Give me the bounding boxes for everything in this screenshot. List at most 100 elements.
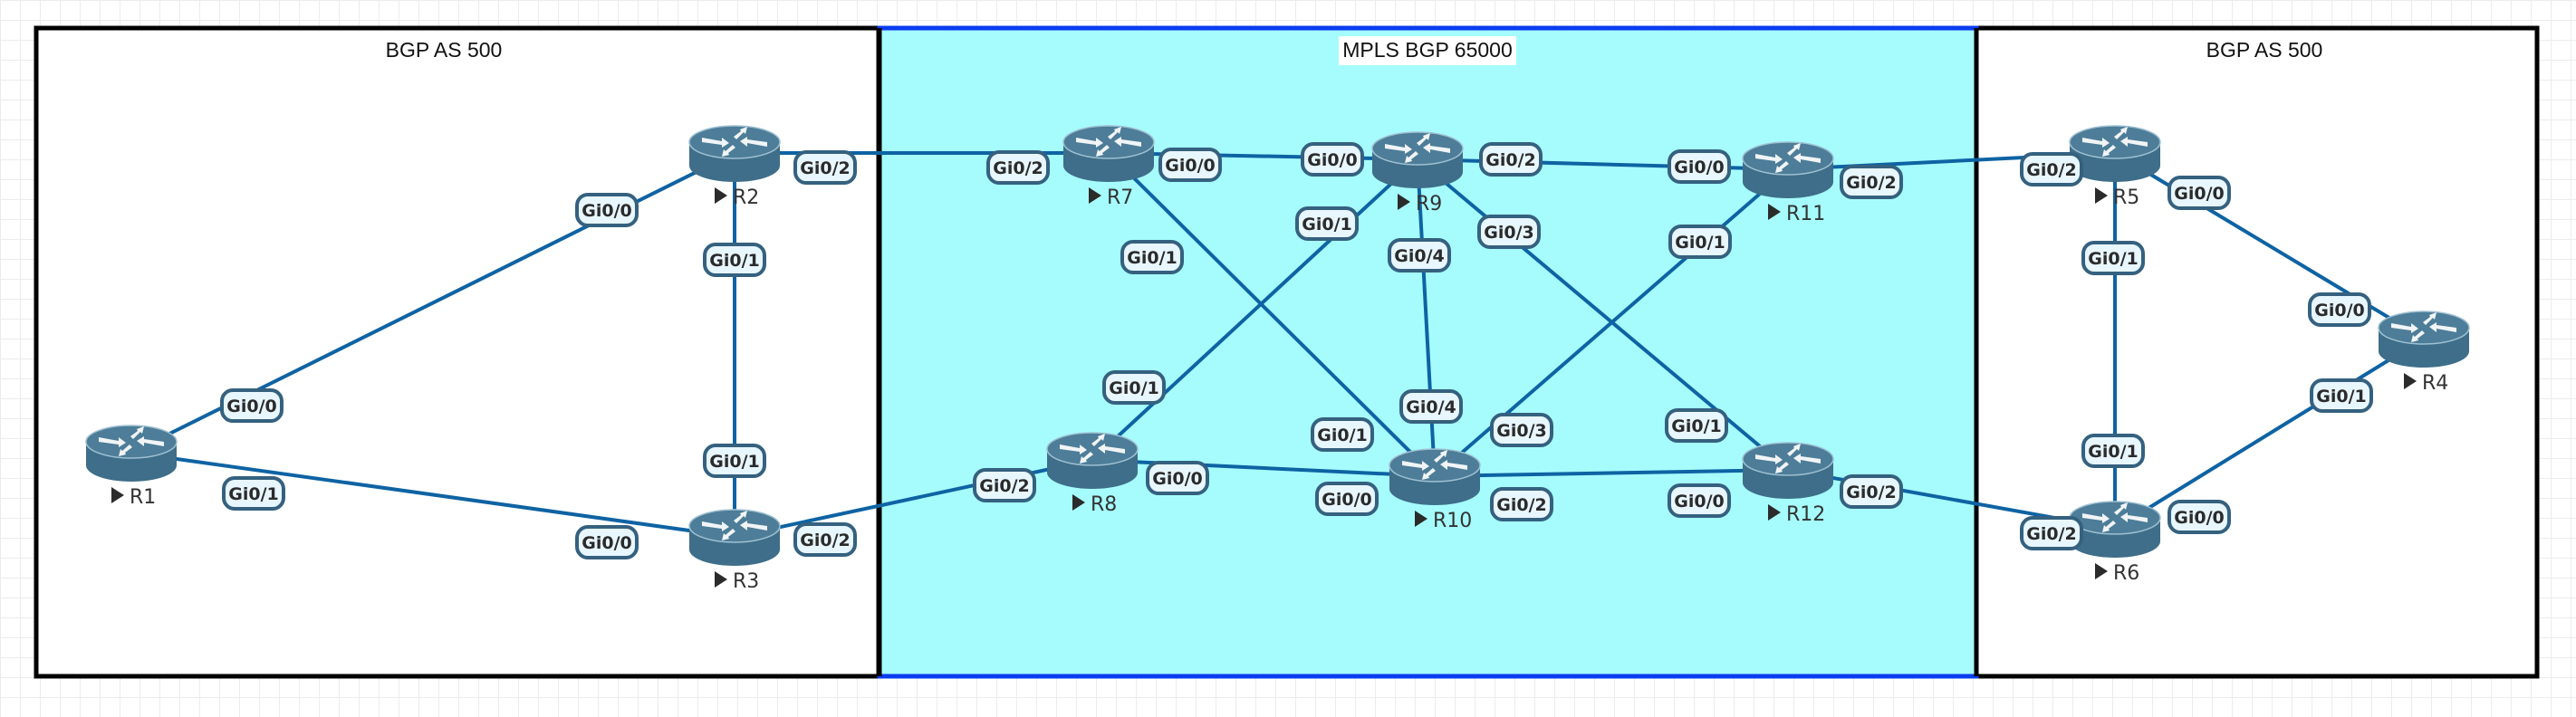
port-label-r7[interactable]: Gi0/0 — [1158, 148, 1222, 182]
port-label-r5[interactable]: Gi0/2 — [2020, 152, 2083, 186]
port-name: Gi0/1 — [1317, 425, 1368, 445]
port-name: Gi0/0 — [2314, 301, 2365, 320]
play-icon[interactable] — [1089, 187, 1101, 204]
port-name: Gi0/3 — [1484, 223, 1534, 243]
router-r4[interactable]: R4 — [2378, 311, 2470, 395]
port-label-r6[interactable]: Gi0/1 — [2081, 434, 2145, 468]
port-label-r9[interactable]: Gi0/3 — [1477, 215, 1541, 249]
port-label-r4[interactable]: Gi0/0 — [2308, 292, 2371, 327]
port-label-r11[interactable]: Gi0/0 — [1668, 149, 1731, 184]
port-name: Gi0/1 — [1671, 416, 1722, 436]
router-r7[interactable]: R7 — [1062, 125, 1155, 209]
router-label[interactable]: R9 — [1398, 193, 1442, 215]
link-r5-r4[interactable] — [2113, 151, 2426, 340]
port-label-r2[interactable]: Gi0/0 — [575, 193, 639, 227]
router-icon — [1062, 125, 1155, 182]
router-label[interactable]: R3 — [715, 570, 759, 593]
port-label-r8[interactable]: Gi0/2 — [973, 468, 1036, 502]
router-r5[interactable]: R5 — [2069, 125, 2161, 209]
router-r9[interactable]: R9 — [1371, 131, 1464, 215]
link-r10-r12[interactable] — [1434, 468, 1789, 478]
port-label-r3[interactable]: Gi0/0 — [575, 525, 639, 559]
play-icon[interactable] — [2404, 373, 2417, 389]
router-r6[interactable]: R6 — [2069, 501, 2161, 585]
port-label-r12[interactable]: Gi0/0 — [1668, 483, 1731, 518]
port-label-r11[interactable]: Gi0/1 — [1668, 225, 1732, 259]
router-label[interactable]: R7 — [1089, 186, 1133, 209]
port-name: Gi0/0 — [1152, 469, 1203, 489]
port-label-r3[interactable]: Gi0/2 — [793, 522, 857, 557]
port-label-r2[interactable]: Gi0/1 — [703, 243, 766, 277]
port-label-r10[interactable]: Gi0/2 — [1490, 487, 1553, 521]
router-name: R10 — [1433, 510, 1472, 532]
port-label-r10[interactable]: Gi0/0 — [1315, 482, 1379, 516]
play-icon[interactable] — [2095, 187, 2108, 204]
link-r1-r3[interactable] — [130, 451, 735, 539]
port-label-r6[interactable]: Gi0/0 — [2167, 500, 2231, 534]
router-name: R11 — [1786, 203, 1825, 225]
port-label-r9[interactable]: Gi0/0 — [1301, 142, 1364, 177]
router-label[interactable]: R11 — [1768, 203, 1825, 225]
router-label[interactable]: R10 — [1415, 510, 1472, 532]
port-label-r11[interactable]: Gi0/2 — [1840, 165, 1903, 199]
play-icon[interactable] — [2095, 563, 2108, 579]
port-label-r2[interactable]: Gi0/2 — [793, 150, 857, 185]
router-label[interactable]: R12 — [1768, 503, 1825, 526]
port-name: Gi0/1 — [709, 452, 760, 472]
router-r12[interactable]: R12 — [1742, 442, 1834, 526]
router-label[interactable]: R8 — [1072, 493, 1117, 516]
play-icon[interactable] — [1768, 204, 1781, 220]
zone-right-title: BGP AS 500 — [2206, 38, 2323, 62]
port-label-r1[interactable]: Gi0/0 — [220, 388, 284, 423]
router-r2[interactable]: R2 — [688, 125, 781, 209]
router-name: R2 — [733, 186, 759, 209]
router-name: R6 — [2113, 562, 2139, 585]
router-label[interactable]: R5 — [2095, 186, 2139, 209]
port-label-r4[interactable]: Gi0/1 — [2310, 378, 2373, 413]
play-icon[interactable] — [715, 571, 727, 588]
port-label-r12[interactable]: Gi0/1 — [1665, 408, 1728, 443]
port-label-r10[interactable]: Gi0/4 — [1399, 389, 1463, 424]
port-label-r6[interactable]: Gi0/2 — [2020, 516, 2083, 550]
router-label[interactable]: R4 — [2404, 372, 2448, 395]
port-name: Gi0/0 — [226, 397, 277, 416]
port-label-r5[interactable]: Gi0/1 — [2081, 241, 2145, 275]
router-icon — [688, 125, 781, 182]
port-name: Gi0/1 — [228, 484, 279, 504]
link-r7-r10[interactable] — [1107, 151, 1437, 478]
router-r8[interactable]: R8 — [1046, 432, 1139, 516]
router-r10[interactable]: R10 — [1389, 448, 1481, 532]
port-label-r5[interactable]: Gi0/0 — [2167, 176, 2231, 210]
router-label[interactable]: R2 — [715, 186, 759, 209]
port-label-r8[interactable]: Gi0/1 — [1102, 370, 1166, 405]
router-icon — [688, 509, 781, 566]
play-icon[interactable] — [111, 487, 124, 503]
port-label-r9[interactable]: Gi0/1 — [1295, 206, 1359, 241]
port-label-r7[interactable]: Gi0/1 — [1120, 240, 1184, 274]
link-r8-r9[interactable] — [1091, 158, 1419, 462]
play-icon[interactable] — [715, 187, 727, 204]
router-r11[interactable]: R11 — [1742, 141, 1834, 225]
port-label-r12[interactable]: Gi0/2 — [1840, 474, 1903, 509]
port-label-r9[interactable]: Gi0/2 — [1479, 142, 1543, 177]
router-name: R7 — [1107, 186, 1133, 209]
router-label[interactable]: R1 — [111, 486, 156, 509]
port-label-r8[interactable]: Gi0/0 — [1146, 461, 1209, 495]
port-label-r1[interactable]: Gi0/1 — [222, 476, 285, 511]
link-r6-r4[interactable] — [2113, 337, 2426, 531]
router-r1[interactable]: R1 — [85, 425, 178, 509]
port-label-r3[interactable]: Gi0/1 — [703, 444, 766, 478]
play-icon[interactable] — [1415, 511, 1427, 527]
play-icon[interactable] — [1768, 504, 1781, 521]
port-label-r9[interactable]: Gi0/4 — [1388, 238, 1451, 272]
link-r8-r10[interactable] — [1091, 458, 1436, 478]
router-label[interactable]: R6 — [2095, 562, 2139, 585]
play-icon[interactable] — [1398, 194, 1410, 210]
play-icon[interactable] — [1072, 494, 1085, 511]
port-name: Gi0/2 — [800, 158, 851, 178]
port-label-r7[interactable]: Gi0/2 — [986, 150, 1050, 185]
router-r3[interactable]: R3 — [688, 509, 781, 593]
port-label-r10[interactable]: Gi0/3 — [1490, 413, 1553, 447]
port-label-r10[interactable]: Gi0/1 — [1311, 417, 1374, 452]
